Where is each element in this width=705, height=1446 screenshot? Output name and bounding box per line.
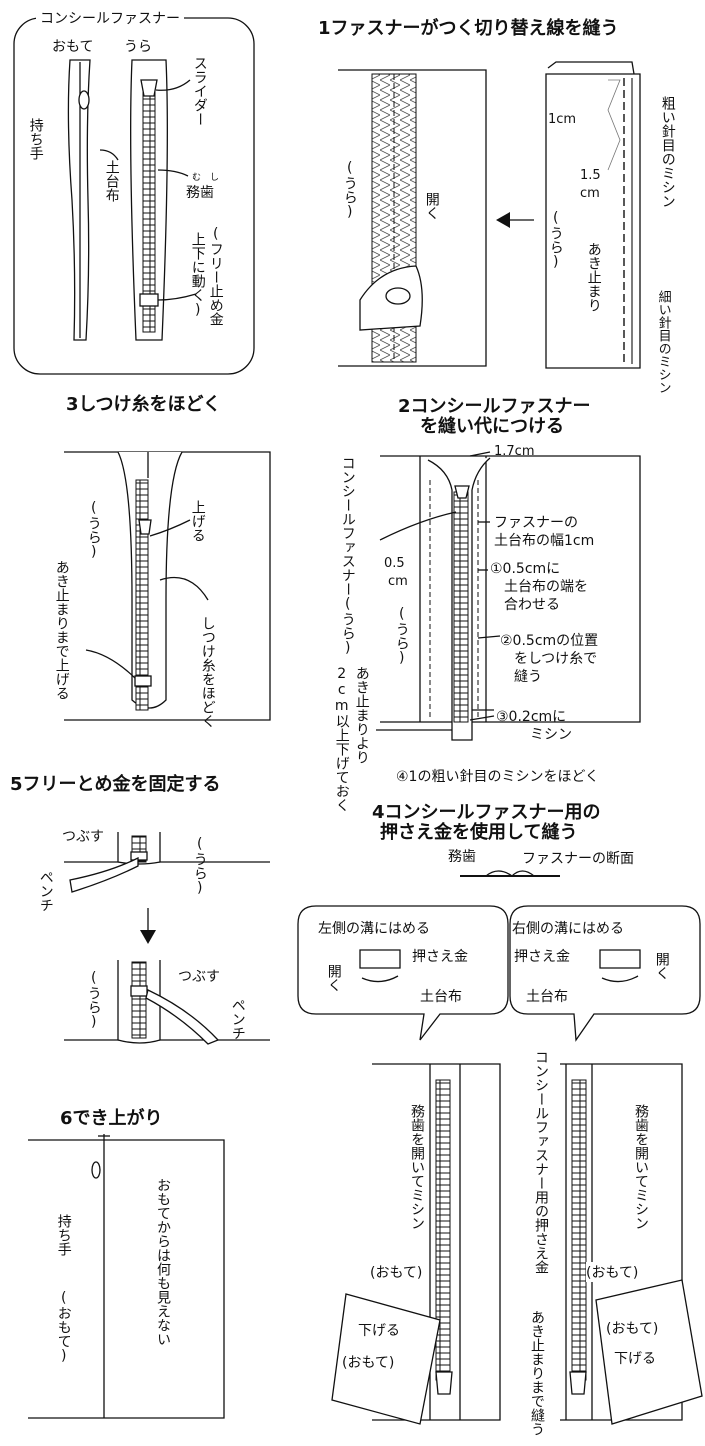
legend-pull-tab: 持ち手 — [27, 118, 44, 160]
step4-right-groove: 右側の溝にはめる — [512, 921, 624, 937]
arrow-left-head-icon — [496, 212, 510, 228]
step2-garment — [380, 455, 641, 741]
step2-05a: 0.5 — [384, 556, 405, 571]
arrow-down-head-icon — [140, 930, 156, 944]
step1-fabric-right — [545, 61, 641, 369]
step5-ura-bottom: (うら) — [85, 970, 102, 1030]
step1-fabric-left — [338, 69, 487, 367]
step4-sew-open-right: 務歯を開いてミシン — [633, 1104, 649, 1230]
legend-leaders — [99, 79, 197, 301]
step2-note1-b: 土台布の端を — [504, 579, 588, 595]
step4-omote-left-top: (おもて) — [370, 1262, 423, 1282]
legend-front-label: おもて — [52, 39, 94, 55]
step4-presser-left: 押さえ金 — [412, 949, 468, 965]
step5-top — [64, 832, 270, 893]
step2-note3-a: ③0.2cmに — [496, 709, 567, 725]
step6-omote: (おもて) — [55, 1290, 72, 1364]
legend-title: コンシールファスナー — [36, 8, 184, 28]
step1-15b: cm — [580, 186, 600, 201]
step3-leaders — [85, 519, 209, 679]
step5-crush-top: つぶす — [62, 829, 104, 845]
step2-note2-c: 縫う — [514, 669, 542, 685]
zipper-front — [67, 59, 91, 341]
step4-right-garment — [560, 1063, 703, 1425]
step4-omote-right-top: (おもて) — [586, 1262, 639, 1282]
step4-tape-left: 土台布 — [420, 989, 462, 1005]
step5-pliers-bottom: ペンチ — [229, 998, 246, 1040]
step4-sew-to: あき止まりまで縫う — [529, 1310, 545, 1436]
step4-left-groove: 左側の溝にはめる — [318, 921, 430, 937]
step2-left-note-a: あき止まりより — [353, 666, 370, 764]
step4-lower-right: 下げる — [614, 1351, 656, 1367]
step1-fine: 細い針目のミシン — [655, 290, 671, 394]
step3-unpick: しつけ糸をほどく — [199, 616, 216, 728]
legend-slider: スライダー — [191, 56, 208, 126]
step4-open-left: 開く — [325, 964, 342, 992]
legend-teeth: 務歯 — [186, 185, 214, 201]
step2-tape-width-1: ファスナーの — [494, 515, 578, 531]
step3-garment — [64, 451, 271, 721]
step5-crush-bottom: つぶす — [178, 969, 220, 985]
step6-garment — [28, 1134, 225, 1419]
step6-title: 6でき上がり — [60, 1108, 163, 1129]
step4-tape-right: 土台布 — [526, 989, 568, 1005]
step1-ura-left: (うら) — [341, 160, 358, 220]
legend-stopper-sub: 上下に動く) — [189, 232, 206, 318]
legend-teeth-ruby: む し — [192, 173, 220, 183]
legend-back-label: うら — [124, 39, 152, 55]
step4-foot-label: コンシールファスナー用の押さえ金 — [533, 1050, 549, 1274]
step2-title-1: 2コンシールファスナー — [398, 396, 591, 417]
step4-presser-right: 押さえ金 — [514, 949, 570, 965]
zipper-back — [130, 59, 168, 341]
step2-note2-a: ②0.5cmの位置 — [500, 633, 599, 649]
step4-title-1: 4コンシールファスナー用の — [372, 802, 601, 823]
step1-open: 開く — [423, 192, 440, 220]
step5-pliers-top: ペンチ — [37, 870, 54, 912]
step4-omote-left: (おもて) — [342, 1355, 395, 1371]
step2-05b: cm — [388, 574, 408, 589]
step2-ura: (うら) — [393, 606, 410, 666]
step4-title-2: 押さえ金を使用して縫う — [380, 822, 578, 843]
legend-stopper: (フリー止め金 — [207, 226, 224, 326]
step2-note4: ④1の粗い針目のミシンをほどく — [396, 769, 600, 785]
step5-bottom — [64, 960, 270, 1045]
step1-akidomari: あき止まり — [585, 242, 602, 312]
pliers-icon — [69, 856, 139, 893]
step6-invisible: おもてからは何も見えない — [155, 1178, 171, 1346]
step1-ura-right: (うら) — [547, 210, 564, 270]
step2-note1-a: ①0.5cmに — [490, 561, 561, 577]
bubble-left — [297, 905, 509, 1041]
step4-teeth: 務歯 — [448, 849, 476, 865]
step4-sew-open-left: 務歯を開いてミシン — [409, 1104, 425, 1230]
step2-leaders — [376, 451, 501, 731]
step6-pull-tab: 持ち手 — [55, 1214, 72, 1256]
step2-note3-b: ミシン — [530, 727, 572, 743]
step4-open-right: 開く — [653, 952, 670, 980]
step3-ura: (うら) — [85, 500, 102, 560]
bubble-right — [509, 905, 701, 1042]
step2-left-note-b: 2cm以上下げておく — [333, 666, 350, 812]
step4-omote-right: (おもて) — [606, 1321, 659, 1337]
step2-zipper-ura: コンシールファスナー(うら) — [339, 456, 356, 656]
step3-raise-to: あき止まりまで上げる — [53, 560, 70, 700]
step5-ura-top: (うら) — [191, 836, 208, 896]
step1-coarse: 粗い針目のミシン — [659, 96, 676, 208]
step2-note1-c: 合わせる — [504, 597, 560, 613]
step3-raise: 上げる — [189, 500, 206, 542]
step2-title-2: を縫い代につける — [420, 416, 564, 437]
step4-lower-left: 下げる — [358, 1323, 400, 1339]
step2-17cm: 1.7cm — [494, 444, 535, 459]
step4-section: ファスナーの断面 — [522, 851, 634, 867]
step3-title: 3しつけ糸をほどく — [66, 394, 221, 415]
step1-15a: 1.5 — [580, 168, 601, 183]
step2-note2-b: をしつけ糸で — [514, 651, 598, 667]
step1-title: 1ファスナーがつく切り替え線を縫う — [318, 18, 619, 39]
legend-tape: 土台布 — [103, 160, 120, 202]
step5-title: 5フリーとめ金を固定する — [10, 774, 221, 795]
step2-tape-width-2: 土台布の幅1cm — [494, 533, 595, 549]
step4-section — [460, 870, 560, 877]
step1-1cm: 1cm — [548, 112, 577, 127]
step4-left-garment — [331, 1063, 501, 1425]
